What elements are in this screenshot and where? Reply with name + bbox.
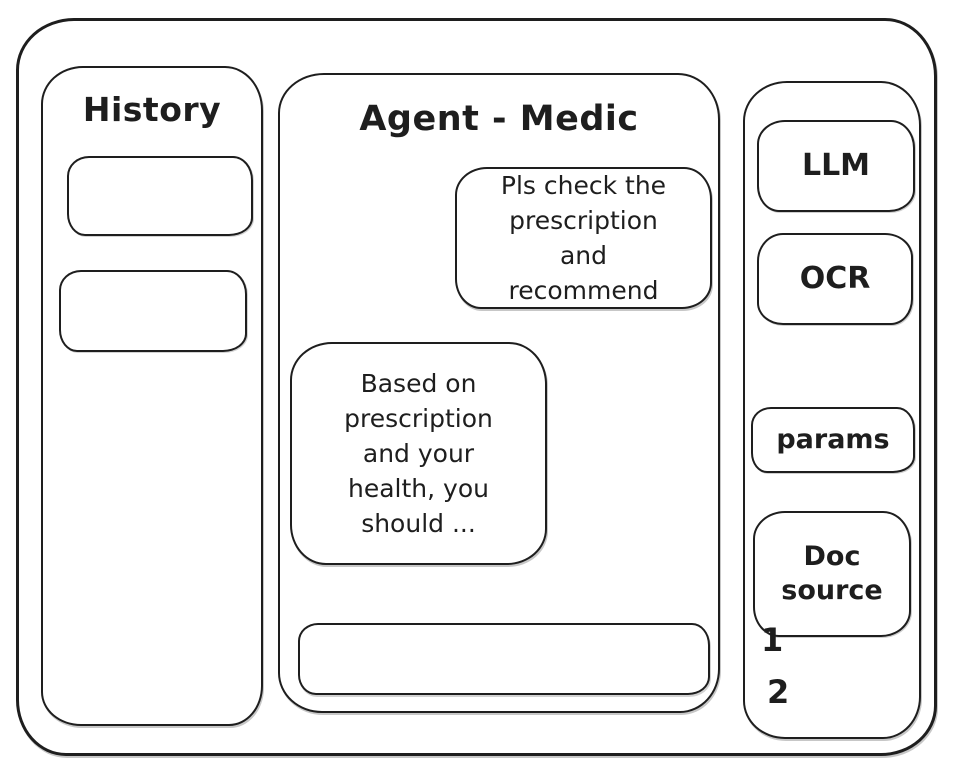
llm-button[interactable]: LLM: [757, 120, 915, 212]
chat-input[interactable]: [298, 623, 710, 695]
agent-message-text: Based on prescription and your health, y…: [344, 369, 493, 538]
doc-source-button[interactable]: Doc source: [753, 511, 911, 637]
doc-source-item-1[interactable]: 1: [761, 621, 784, 659]
user-message-bubble: Pls check the prescription and recommend: [455, 167, 712, 309]
history-title: History: [82, 90, 222, 129]
agent-message-bubble: Based on prescription and your health, y…: [290, 342, 547, 565]
tools-panel: LLM OCR params Doc source 1 2: [743, 81, 921, 739]
history-panel: History: [41, 66, 263, 726]
doc-source-item-2[interactable]: 2: [767, 673, 790, 711]
user-message-text: Pls check the prescription and recommend: [500, 171, 667, 305]
params-button[interactable]: params: [751, 407, 915, 473]
app-window: History Agent - Medic Pls check the pres…: [16, 18, 937, 756]
ocr-button[interactable]: OCR: [757, 233, 913, 325]
chat-title: Agent - Medic: [359, 99, 639, 139]
chat-panel: Agent - Medic Pls check the prescription…: [278, 73, 720, 713]
history-item[interactable]: [59, 270, 247, 352]
history-item[interactable]: [67, 156, 253, 236]
